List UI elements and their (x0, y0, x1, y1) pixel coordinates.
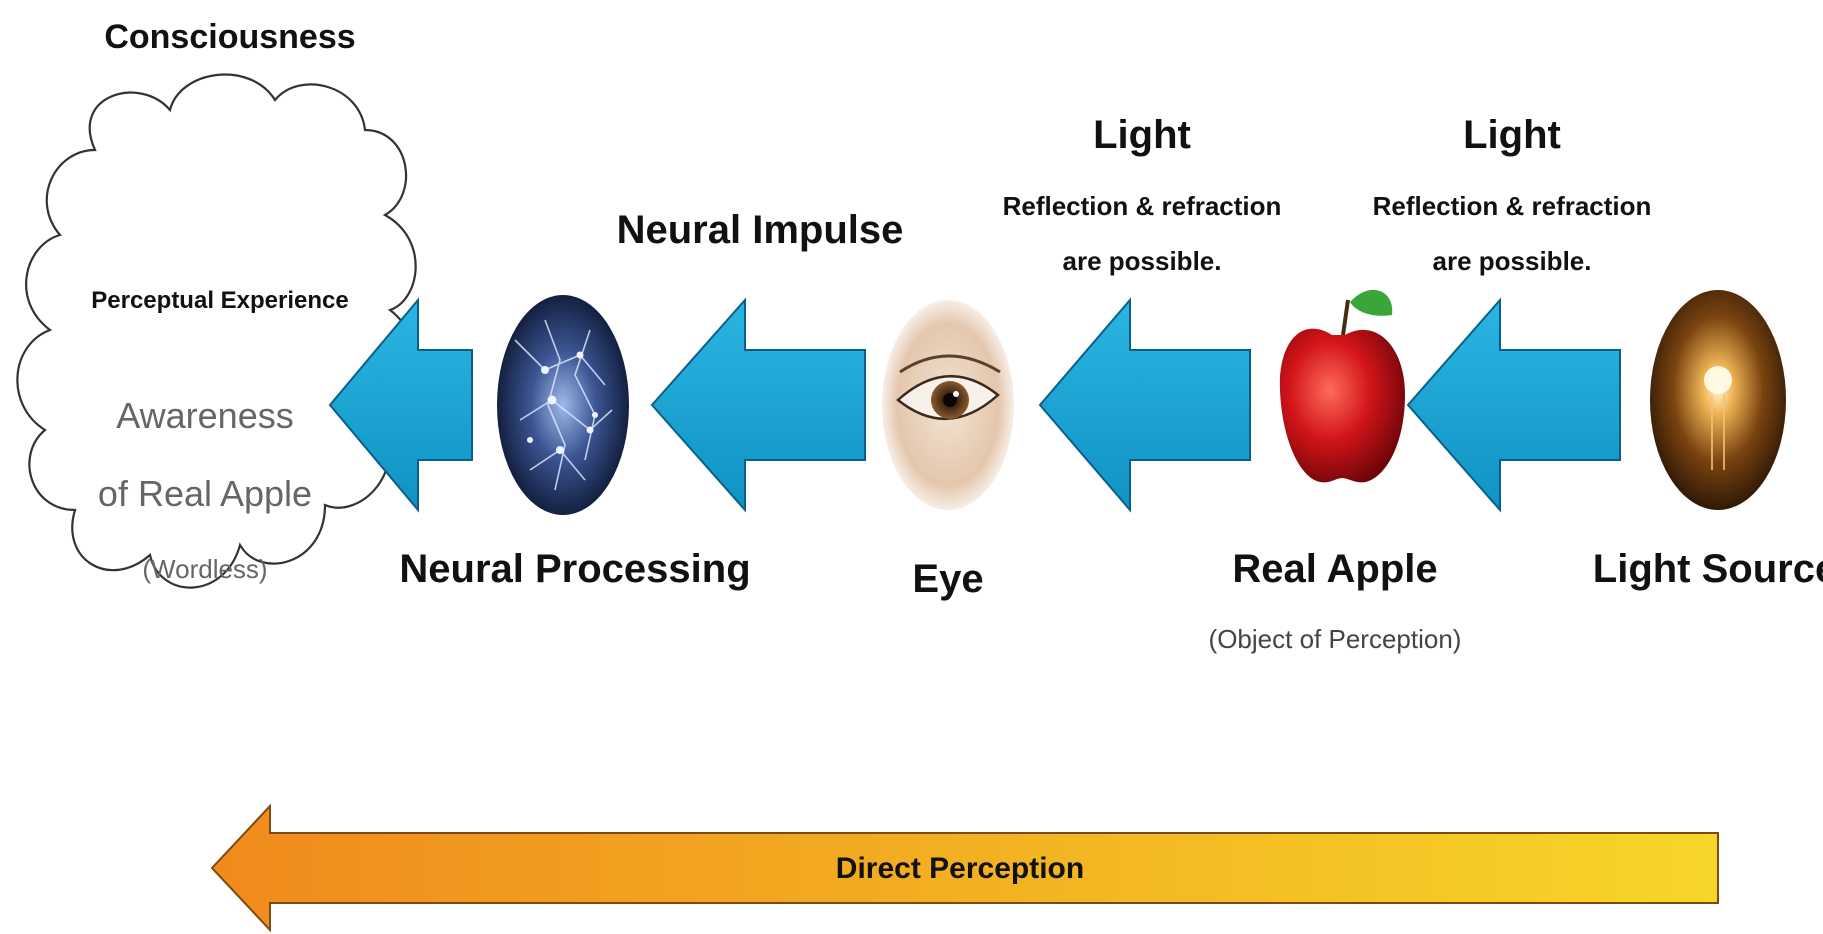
eye-icon (882, 300, 1014, 510)
light-bulb-icon (1650, 290, 1786, 510)
light-2-reflection-line1: Reflection & refraction (1373, 191, 1652, 221)
light-arrow-apple-to-eye (1040, 300, 1250, 510)
light-source-label: Light Source (1593, 547, 1823, 591)
awareness-label-line2: of Real Apple (98, 473, 312, 514)
eye-label: Eye (912, 557, 983, 601)
light-arrow-source-to-apple (1408, 300, 1620, 510)
wordless-note: (Wordless) (142, 554, 267, 584)
light-label-2: Light (1463, 113, 1561, 157)
light-label-1: Light (1093, 113, 1191, 157)
light-1-reflection-line1: Reflection & refraction (1003, 191, 1282, 221)
real-apple-sublabel: (Object of Perception) (1209, 624, 1462, 654)
consciousness-title: Consciousness (104, 18, 355, 56)
perceptual-experience-label: Perceptual Experience (91, 287, 348, 314)
direct-perception-label: Direct Perception (836, 852, 1084, 885)
neural-impulse-arrow (652, 300, 865, 510)
real-apple-label: Real Apple (1232, 547, 1437, 591)
neural-impulse-label: Neural Impulse (617, 208, 904, 252)
light-1-reflection-line2: are possible. (1063, 246, 1222, 276)
neuron-network-icon (497, 295, 629, 515)
awareness-label-line1: Awareness (116, 395, 293, 436)
neural-processing-label: Neural Processing (399, 547, 750, 591)
light-2-reflection-line2: are possible. (1433, 246, 1592, 276)
red-apple-icon (1280, 290, 1405, 483)
